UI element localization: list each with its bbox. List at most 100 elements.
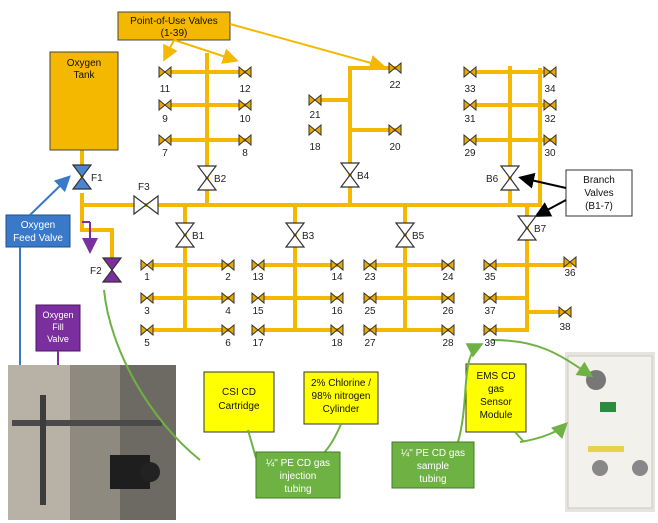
- pou-valve-5-lower[interactable]: 5: [141, 325, 153, 349]
- fill-label-1: Oxygen: [42, 310, 73, 320]
- pou-label-2: (1-39): [161, 28, 188, 39]
- pou-valve-11-upper[interactable]: 11: [159, 67, 171, 95]
- pou-valve-33-upper-number: 33: [464, 84, 476, 95]
- pou-valve-33-upper[interactable]: 33: [464, 67, 476, 95]
- pou-valve-38-lower-number: 38: [559, 322, 571, 333]
- branch-label-1: Branch: [583, 175, 615, 186]
- inj-label-3: tubing: [284, 484, 311, 495]
- ems-sensor-box: EMS CD gas Sensor Module: [466, 364, 526, 432]
- pou-valve-17-lower[interactable]: 17: [252, 325, 264, 349]
- feed-label-1: Oxygen: [21, 220, 55, 231]
- pou-valve-7-upper-number: 7: [162, 148, 168, 159]
- pou-valve-12-upper-number: 12: [239, 84, 251, 95]
- branch-label-3: (B1-7): [585, 201, 613, 212]
- ems-label-2: gas: [488, 384, 504, 395]
- oxygen-tank-label-2: Tank: [73, 70, 95, 81]
- valve-b3-id: B3: [302, 231, 315, 242]
- pou-label-1: Point-of-Use Valves: [130, 16, 218, 27]
- valve-b2[interactable]: B2: [198, 166, 227, 190]
- ems-label-4: Module: [480, 410, 513, 421]
- oxygen-tank-label-1: Oxygen: [67, 58, 101, 69]
- pou-valve-21-upper-number: 21: [309, 110, 321, 121]
- injection-tubing-box: ¼" PE CD gas injection tubing: [256, 452, 340, 498]
- valve-b1-id: B1: [192, 231, 205, 242]
- pou-valve-21-upper[interactable]: 21: [309, 95, 321, 121]
- csi-label-2: Cartridge: [218, 401, 260, 412]
- valve-b5[interactable]: B5: [396, 223, 425, 247]
- pou-valve-13-lower[interactable]: 13: [252, 260, 264, 283]
- valve-b4[interactable]: B4: [341, 163, 370, 187]
- ems-label-3: Sensor: [480, 397, 512, 408]
- valve-b7[interactable]: B7: [518, 216, 547, 240]
- pou-valve-9-upper[interactable]: 9: [159, 100, 171, 125]
- valve-b5-id: B5: [412, 231, 425, 242]
- pou-valve-28-lower-number: 28: [442, 338, 454, 349]
- valve-b7-id: B7: [534, 224, 547, 235]
- pou-valve-22-upper-number: 22: [389, 80, 401, 91]
- ems-label-1: EMS CD: [477, 371, 516, 382]
- fill-label-3: Valve: [47, 334, 69, 344]
- feed-label-2: Feed Valve: [13, 233, 63, 244]
- pou-valve-18-lower-number: 18: [331, 338, 343, 349]
- valve-f2[interactable]: F2: [90, 258, 121, 282]
- pou-valve-8-upper-number: 8: [242, 148, 248, 159]
- pou-valve-7-upper[interactable]: 7: [159, 135, 171, 159]
- sample-tubing-box: ¼" PE CD gas sample tubing: [392, 442, 474, 488]
- pou-valve-34-upper-number: 34: [544, 84, 556, 95]
- pou-valve-39-lower-number: 39: [484, 338, 496, 349]
- valve-f3-id: F3: [138, 182, 150, 193]
- pou-valve-2-lower-number: 2: [225, 272, 231, 283]
- valve-b3[interactable]: B3: [286, 223, 315, 247]
- pou-valve-29-upper[interactable]: 29: [464, 135, 476, 159]
- valve-f1-id: F1: [91, 173, 103, 184]
- pou-valve-15-lower[interactable]: 15: [252, 293, 264, 317]
- pou-valve-37-lower-number: 37: [484, 306, 496, 317]
- csi-cartridge-box: CSI CD Cartridge: [204, 372, 274, 432]
- pou-valve-18-upper[interactable]: 18: [309, 125, 321, 153]
- csi-label-1: CSI CD: [222, 387, 256, 398]
- pou-valve-26-lower-number: 26: [442, 306, 454, 317]
- pou-valves-callout: Point-of-Use Valves (1-39): [118, 12, 382, 66]
- pou-valve-1-lower[interactable]: 1: [141, 260, 153, 283]
- pou-valve-11-upper-number: 11: [160, 84, 171, 95]
- valve-b6-id: B6: [486, 174, 499, 185]
- valve-b1[interactable]: B1: [176, 223, 205, 247]
- fill-valve-photo: [8, 365, 176, 520]
- pou-valve-29-upper-number: 29: [464, 148, 476, 159]
- sensor-module-photo: [565, 352, 655, 512]
- pou-valve-31-upper-number: 31: [464, 114, 476, 125]
- chlorine-label-3: Cylinder: [323, 404, 360, 415]
- pou-valve-13-lower-number: 13: [252, 272, 264, 283]
- pou-valve-17-lower-number: 17: [252, 338, 264, 349]
- pou-valve-16-lower-number: 16: [331, 306, 343, 317]
- pou-valve-3-lower[interactable]: 3: [141, 293, 153, 317]
- pou-valve-1-lower-number: 1: [144, 272, 150, 283]
- pou-valve-25-lower-number: 25: [364, 306, 376, 317]
- valve-b2-id: B2: [214, 174, 227, 185]
- pou-valve-6-lower-number: 6: [225, 338, 231, 349]
- inj-label-1: ¼" PE CD gas: [266, 457, 330, 469]
- pou-valve-30-upper-number: 30: [544, 148, 556, 159]
- sample-label-2: sample: [417, 461, 450, 472]
- pou-valve-31-upper[interactable]: 31: [464, 100, 476, 125]
- pou-valve-14-lower-number: 14: [331, 272, 343, 283]
- valve-f3[interactable]: F3: [134, 182, 158, 214]
- pou-valve-24-lower-number: 24: [442, 272, 454, 283]
- valve-b4-id: B4: [357, 171, 370, 182]
- oxygen-tank: Oxygen Tank: [50, 52, 118, 150]
- chlorine-label-2: 98% nitrogen: [312, 391, 371, 402]
- pou-valve-9-upper-number: 9: [162, 114, 168, 125]
- valve-f1[interactable]: F1: [73, 165, 103, 189]
- pou-valve-36-lower[interactable]: 36: [564, 257, 576, 279]
- pou-valve-18-upper-number: 18: [309, 142, 321, 153]
- pou-valve-4-lower-number: 4: [225, 306, 231, 317]
- pou-valve-23-lower-number: 23: [364, 272, 376, 283]
- chlorine-label-1: 2% Chlorine /: [311, 378, 371, 389]
- pou-valve-35-lower-number: 35: [484, 272, 496, 283]
- valve-b6[interactable]: B6: [486, 166, 519, 190]
- sample-label-1: ¼" PE CD gas: [401, 447, 465, 459]
- pipework: [82, 55, 570, 330]
- pou-valve-3-lower-number: 3: [144, 306, 150, 317]
